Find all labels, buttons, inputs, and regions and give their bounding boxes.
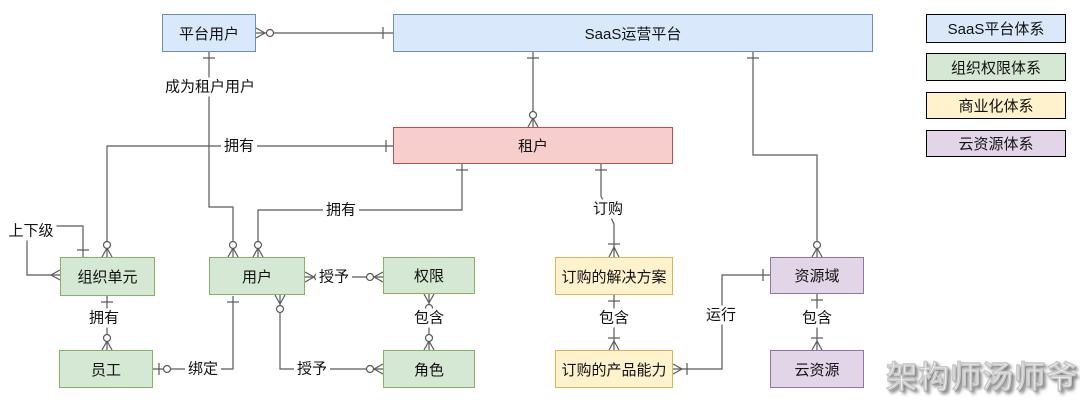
edge-platform-user-saas xyxy=(255,27,393,39)
legend-cloud-resource-system: 云资源体系 xyxy=(926,130,1066,157)
entity-employee: 员工 xyxy=(59,350,153,388)
entity-permission: 权限 xyxy=(383,257,475,294)
edge-label-bind: 绑定 xyxy=(184,359,222,379)
edge-org-unit-hierarchy xyxy=(26,225,89,281)
edge-label-hierarchy: 上下级 xyxy=(5,221,57,241)
entity-role: 角色 xyxy=(383,350,475,388)
entity-subscribed-solution: 订购的解决方案 xyxy=(555,257,673,295)
edge-label-grant-permission: 授予 xyxy=(315,267,353,287)
edge-label-grant-role: 授予 xyxy=(293,359,331,379)
entity-resource-domain: 资源域 xyxy=(770,257,864,294)
edge-user-role xyxy=(274,294,384,375)
edge-label-contain-resource: 包含 xyxy=(798,308,836,328)
legend-commercial-system: 商业化体系 xyxy=(926,92,1066,119)
edge-label-contain-role: 包含 xyxy=(410,308,448,328)
entity-tenant: 租户 xyxy=(393,127,673,164)
edge-saas-resource-domain xyxy=(747,52,823,258)
entity-saas-platform: SaaS运营平台 xyxy=(393,14,873,52)
edge-label-own-user: 拥有 xyxy=(322,200,360,220)
legend-saas-platform-system: SaaS平台体系 xyxy=(926,14,1066,43)
edge-label-subscribe: 订购 xyxy=(589,199,627,219)
entity-subscribed-product: 订购的产品能力 xyxy=(555,350,673,388)
edge-employee-user xyxy=(153,296,239,375)
watermark-text: 架构师汤师爷 xyxy=(886,360,1078,396)
edge-label-become-tenant-user: 成为租户用户 xyxy=(161,77,259,97)
legend-org-permission-system: 组织权限体系 xyxy=(926,53,1066,81)
edge-become-tenant-user xyxy=(203,52,239,258)
entity-user: 用户 xyxy=(209,257,305,295)
edge-label-contain-product: 包含 xyxy=(595,308,633,328)
edge-label-own-org-unit: 拥有 xyxy=(220,136,258,156)
entity-cloud-resource: 云资源 xyxy=(770,350,864,388)
entity-platform-user: 平台用户 xyxy=(162,14,256,52)
edge-saas-tenant xyxy=(527,52,539,128)
edge-tenant-user xyxy=(252,164,468,258)
entity-org-unit: 组织单元 xyxy=(60,257,155,296)
edge-label-run: 运行 xyxy=(702,305,740,325)
edge-label-own-employee: 拥有 xyxy=(85,308,123,328)
edge-tenant-org-unit xyxy=(101,140,393,258)
